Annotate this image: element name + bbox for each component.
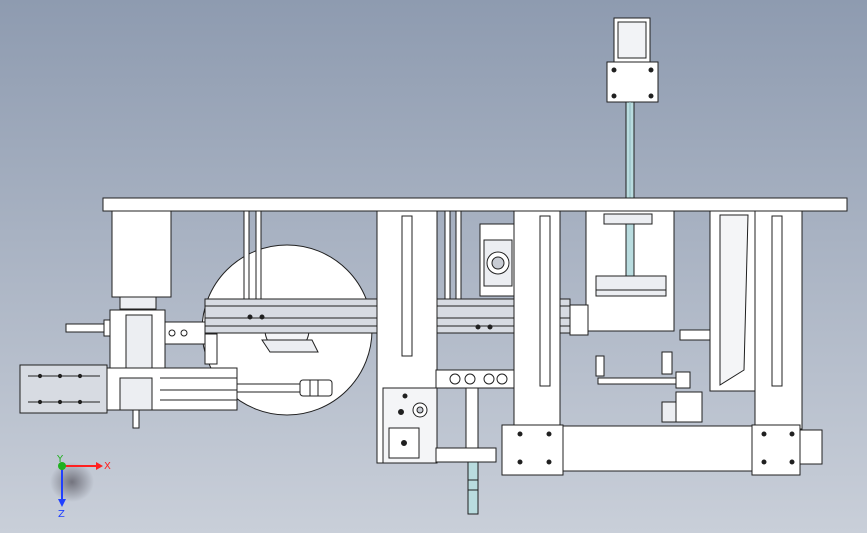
right-frame-column-a[interactable] bbox=[513, 210, 561, 430]
vertical-lead-screw bbox=[625, 101, 635, 199]
top-servo-motor[interactable] bbox=[606, 17, 659, 103]
bearing-housing[interactable] bbox=[479, 223, 519, 297]
z-arrow-head bbox=[58, 499, 66, 507]
triad-shadow bbox=[50, 462, 94, 502]
coordinate-triad: Y X Z bbox=[50, 454, 111, 520]
axis-label-z: Z bbox=[58, 509, 65, 520]
left-slide-table[interactable] bbox=[19, 364, 108, 414]
lower-u-frame[interactable] bbox=[501, 424, 823, 476]
main-top-plate[interactable] bbox=[102, 197, 848, 212]
machine-assembly[interactable] bbox=[19, 17, 848, 515]
center-vertical-plate[interactable] bbox=[376, 210, 438, 464]
axis-label-y: Y bbox=[56, 454, 64, 465]
y-axis-origin bbox=[58, 462, 66, 470]
right-frame-column-b[interactable] bbox=[709, 210, 756, 392]
clamp-mechanism[interactable] bbox=[569, 304, 711, 423]
center-lift-housing[interactable] bbox=[585, 210, 675, 332]
right-frame-column-c[interactable] bbox=[754, 210, 803, 430]
x-arrow-head bbox=[96, 462, 103, 470]
left-motor-block[interactable] bbox=[111, 210, 172, 310]
air-cylinder-rod bbox=[236, 379, 333, 397]
lower-drive-shaft[interactable] bbox=[435, 369, 515, 515]
axis-label-x: X bbox=[104, 461, 111, 472]
left-cylinder-body[interactable] bbox=[106, 367, 238, 429]
